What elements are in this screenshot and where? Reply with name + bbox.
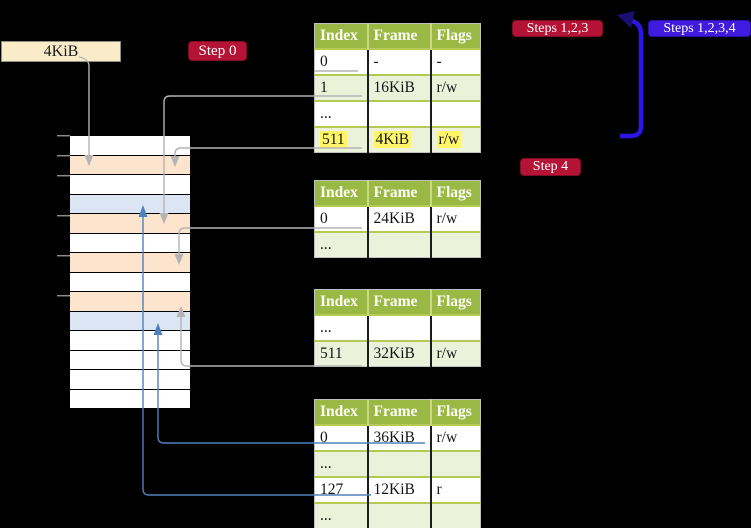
badge-step-0: Step 0 — [188, 41, 247, 61]
memory-strip-row-8 — [70, 272, 190, 292]
table-cell-flags: r/w — [429, 126, 481, 153]
strip-tick-marks — [57, 134, 70, 297]
column-header-frame: Frame — [366, 399, 431, 425]
column-header-frame: Frame — [366, 289, 431, 315]
table-cell-index: 0 — [314, 48, 368, 75]
table-row: 0-- — [314, 48, 481, 75]
table-cell-flags — [429, 450, 481, 477]
badge-steps-1-2-3-4: Steps 1,2,3,4 — [648, 20, 751, 37]
column-header-flags: Flags — [429, 180, 481, 206]
column-header-index: Index — [314, 23, 368, 49]
highlighted-value: r/w — [436, 131, 462, 148]
table-cell-frame — [366, 502, 431, 528]
highlighted-value: 511 — [320, 131, 347, 148]
table-row: ... — [314, 100, 481, 127]
column-header-index: Index — [314, 289, 368, 315]
memory-strip-row-12 — [70, 350, 190, 370]
table-row: ... — [314, 314, 481, 341]
table-cell-frame: 32KiB — [366, 340, 431, 367]
column-header-flags: Flags — [429, 23, 481, 49]
memory-strip-row-14 — [70, 389, 190, 409]
table-cell-index: 127 — [314, 476, 368, 503]
table-cell-flags: r/w — [429, 205, 481, 232]
memory-strip-row-5 — [70, 214, 190, 234]
table-cell-frame: 36KiB — [366, 424, 431, 451]
table-cell-flags — [429, 502, 481, 528]
table-cell-index: 511 — [314, 126, 368, 153]
column-header-flags: Flags — [429, 289, 481, 315]
table-cell-index: 511 — [314, 340, 368, 367]
table-cell-index: 0 — [314, 424, 368, 451]
table-cell-frame: 12KiB — [366, 476, 431, 503]
table-cell-index: 0 — [314, 205, 368, 232]
memory-strip-row-10 — [70, 311, 190, 331]
table-cell-frame — [366, 231, 431, 258]
memory-strip-row-13 — [70, 370, 190, 390]
table-cell-frame — [366, 450, 431, 477]
memory-strip-row-1 — [70, 136, 190, 156]
column-header-flags: Flags — [429, 399, 481, 425]
memory-strip-row-6 — [70, 233, 190, 253]
table-cell-index: ... — [314, 502, 368, 528]
table-cell-frame — [366, 314, 431, 341]
memory-strip-row-2 — [70, 155, 190, 175]
table-cell-index: ... — [314, 231, 368, 258]
table-cell-flags: r/w — [429, 340, 481, 367]
column-header-frame: Frame — [366, 23, 431, 49]
table-cell-flags — [429, 100, 481, 127]
table-cell-index: ... — [314, 100, 368, 127]
highlighted-value: 4KiB — [373, 131, 412, 148]
table-cell-frame — [366, 100, 431, 127]
table-cell-frame: 16KiB — [366, 74, 431, 101]
big-loop-arrow — [617, 11, 644, 139]
table-cell-flags: - — [429, 48, 481, 75]
memory-strip-row-7 — [70, 253, 190, 273]
badge-steps-1-2-3: Steps 1,2,3 — [512, 20, 603, 37]
table-cell-index: 1 — [314, 74, 368, 101]
memory-strip — [70, 135, 190, 409]
memory-strip-row-3 — [70, 175, 190, 195]
column-header-index: Index — [314, 180, 368, 206]
table-row: ... — [314, 450, 481, 477]
column-header-frame: Frame — [366, 180, 431, 206]
memory-strip-row-9 — [70, 292, 190, 312]
table-cell-index: ... — [314, 314, 368, 341]
table-cell-flags: r/w — [429, 424, 481, 451]
table-cell-frame: 4KiB — [366, 126, 431, 153]
table-cell-flags: r/w — [429, 74, 481, 101]
memory-strip-row-11 — [70, 331, 190, 351]
table-cell-index: ... — [314, 450, 368, 477]
badge-step-4: Step 4 — [520, 158, 581, 176]
table-cell-frame: 24KiB — [366, 205, 431, 232]
table-row: ... — [314, 502, 481, 528]
memory-strip-row-4 — [70, 194, 190, 214]
table-cell-flags: r — [429, 476, 481, 503]
page-size-label: 4KiB — [1, 41, 121, 62]
column-header-index: Index — [314, 399, 368, 425]
table-cell-flags — [429, 314, 481, 341]
table-cell-flags — [429, 231, 481, 258]
table-row: ... — [314, 231, 481, 258]
table-row: 511 4KiB r/w — [314, 126, 481, 153]
table-cell-frame: - — [366, 48, 431, 75]
